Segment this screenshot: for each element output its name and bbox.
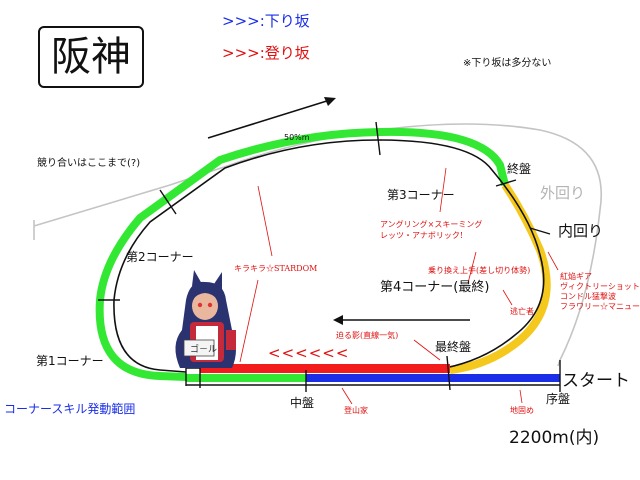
track-green-band xyxy=(95,127,509,381)
phase-final-label: 最終盤 xyxy=(435,340,472,354)
segment-length-label: 50%m xyxy=(284,133,310,142)
phase-opening-label: 序盤 xyxy=(546,392,571,406)
pointer-semari xyxy=(413,339,441,361)
blue-stretch xyxy=(306,374,560,382)
svg-text:ゴ－ル: ゴ－ル xyxy=(190,343,217,355)
pointer-tozanka xyxy=(341,387,353,405)
annot-tozanka: 登山家 xyxy=(344,406,368,415)
annot-kouen-line3: コンドル猛撃波 xyxy=(560,292,616,301)
corner-3-label: 第3コーナー xyxy=(387,188,455,202)
tick-last xyxy=(495,179,517,187)
corner-4-label: 第4コーナー(最終) xyxy=(380,280,490,295)
note-no-downhill: ※下り坂は多分ない xyxy=(463,58,552,69)
pointer-nigeshi xyxy=(502,289,513,306)
pointer-norikae xyxy=(467,251,477,284)
contest-label: 競り合いはここまで(?) xyxy=(37,158,141,169)
annot-angling-line1: アングリング×スキーミング xyxy=(380,220,483,229)
pointer-angling xyxy=(439,167,447,213)
character-illustration: ゴ－ル xyxy=(175,270,236,368)
arrow-bottom xyxy=(333,315,470,325)
phase-last-label: 終盤 xyxy=(507,162,532,176)
pointer-jigatame xyxy=(519,389,523,404)
tick-c3 xyxy=(375,121,381,156)
uphill-stretch xyxy=(200,364,450,373)
page-title: 阪神 xyxy=(38,26,144,88)
annot-norikae: 乗り換え上手(差し切り体勢) xyxy=(428,266,531,275)
pointer-stardom xyxy=(257,185,273,257)
annot-angling-line2: レッツ・アナボリック! xyxy=(380,231,464,240)
track-inner-line xyxy=(113,139,545,373)
outer-course-label: 外回り xyxy=(540,184,586,202)
uphill-arrows: <<<<<< xyxy=(268,344,350,362)
inner-course-label: 内回り xyxy=(558,222,604,240)
annot-kouen-line4: フラワリー☆マニューバ xyxy=(560,302,640,311)
legend-down-slope: >>>:下り坂 xyxy=(222,12,310,30)
phase-middle-label: 中盤 xyxy=(290,396,315,410)
annot-jigatame: 地固め xyxy=(510,406,534,415)
pointer-stardom-2 xyxy=(239,279,259,363)
annot-angling: アングリング×スキーミング レッツ・アナボリック! xyxy=(380,219,482,241)
pointer-kouen xyxy=(547,251,559,271)
annot-kouen-line1: 紅焔ギア xyxy=(560,272,592,281)
tick-inner xyxy=(529,227,551,235)
start-label: スタート xyxy=(562,371,630,391)
annot-kouen: 紅焔ギア ヴィクトリーショット! コンドル猛撃波 フラワリー☆マニューバ xyxy=(560,272,640,312)
annot-stardom: キラキラ☆STARDOM xyxy=(234,264,318,273)
distance-label: 2200m(内) xyxy=(509,428,600,448)
tick-c2 xyxy=(159,189,177,215)
straight-green xyxy=(186,374,306,382)
corner-2-label: 第2コーナー xyxy=(126,250,194,264)
annot-semarikage: 迫る影(直線一気) xyxy=(336,331,399,340)
outer-course-line xyxy=(33,123,602,367)
annot-kouen-line2: ヴィクトリーショット! xyxy=(560,282,640,291)
corner-skill-range-label: コーナースキル発動範囲 xyxy=(4,402,136,416)
legend-up-slope: >>>:登り坂 xyxy=(222,44,310,62)
corner-1-label: 第1コーナー xyxy=(36,354,104,368)
tick-final xyxy=(446,355,451,391)
annot-nigeshi: 逃亡者 xyxy=(510,307,534,316)
arrow-top xyxy=(207,97,336,139)
